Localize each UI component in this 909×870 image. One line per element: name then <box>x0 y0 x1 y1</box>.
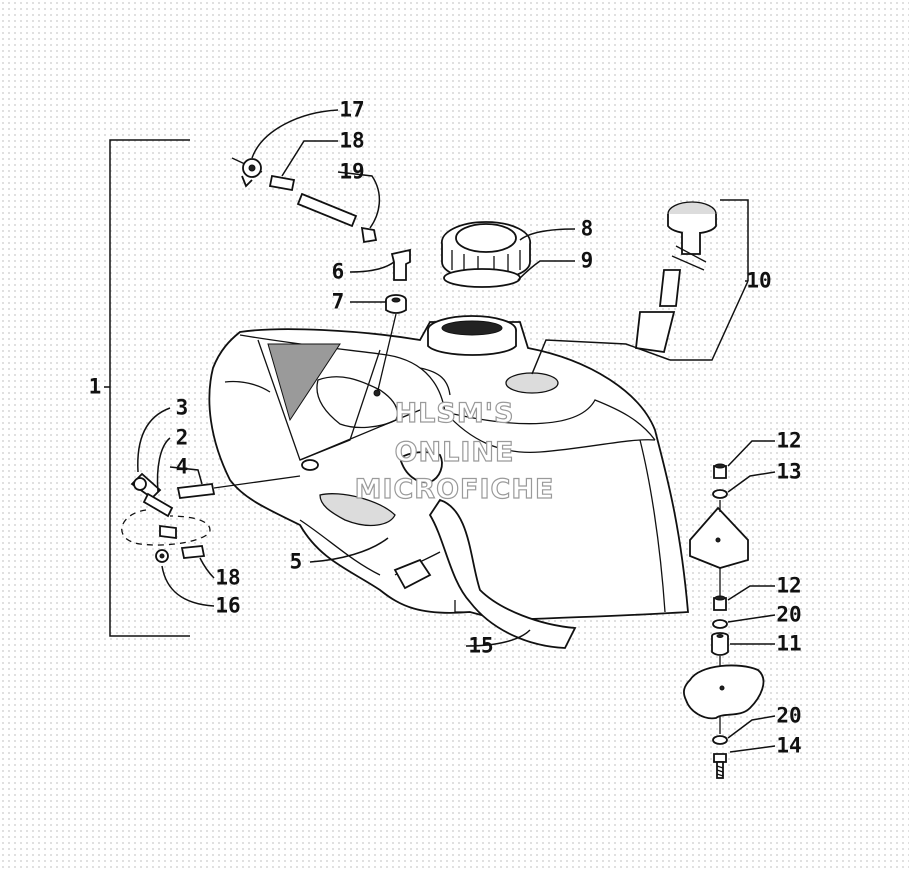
vent-hose-short-18 <box>268 174 296 192</box>
callout-3: 3 <box>175 395 189 420</box>
watermark-line-2: ONLINE <box>394 436 515 468</box>
assembly-bracket <box>104 139 190 637</box>
bolt-14 <box>713 753 727 779</box>
fuel-hose-18b <box>159 524 177 540</box>
callout-16: 16 <box>215 593 241 618</box>
watermark-line-3: MICROFICHE <box>354 473 555 505</box>
washer-20-upper <box>712 619 728 629</box>
callout-18: 18 <box>339 128 365 153</box>
mount-pad <box>683 664 765 720</box>
fuel-valve-3 <box>130 472 162 500</box>
mount-pad-hole <box>719 685 725 691</box>
spacer-11 <box>711 632 729 656</box>
callout-13: 13 <box>776 459 802 484</box>
grommet-leader <box>377 313 397 391</box>
washer-20-lower <box>712 735 728 745</box>
callout-17: 17 <box>339 97 365 122</box>
fuel-tank <box>208 315 749 649</box>
callout-12: 12 <box>776 428 802 453</box>
fuel-hose-18c <box>180 545 206 559</box>
callout-2: 2 <box>175 425 189 450</box>
fuel-hose-4 <box>176 483 216 499</box>
callout-14: 14 <box>776 733 802 758</box>
callout-18: 18 <box>215 565 241 590</box>
filler-cap <box>441 221 531 281</box>
leader-lines <box>137 109 776 753</box>
filler-cap-gasket <box>443 268 521 288</box>
callout-10: 10 <box>746 268 772 293</box>
callout-19: 19 <box>339 159 365 184</box>
callout-5: 5 <box>289 549 303 574</box>
callout-15: 15 <box>468 633 494 658</box>
grommet-7 <box>385 294 407 314</box>
tank-vent-hole <box>373 389 381 397</box>
fuel-gauge-assembly <box>635 201 717 354</box>
callout-12: 12 <box>776 573 802 598</box>
watermark-line-1: HLSM'S <box>394 397 515 429</box>
vent-hose-long-18 <box>296 192 358 228</box>
callout-4: 4 <box>175 454 189 479</box>
callout-20: 20 <box>776 703 802 728</box>
callout-20: 20 <box>776 602 802 627</box>
fuel-filter-2 <box>142 492 174 518</box>
callout-7: 7 <box>331 289 345 314</box>
callout-9: 9 <box>580 248 594 273</box>
lock-nut-12-lower <box>713 595 727 611</box>
hose-clamp-16 <box>155 549 169 563</box>
vent-clamp-19 <box>360 226 378 244</box>
fuel-hose-4-leader <box>213 475 301 489</box>
vent-clip-17 <box>241 158 262 188</box>
lock-nut-12-upper <box>713 463 727 479</box>
callout-6: 6 <box>331 259 345 284</box>
callout-1: 1 <box>88 374 102 399</box>
callout-11: 11 <box>776 631 802 656</box>
vent-elbow-6 <box>390 248 411 281</box>
washer-13 <box>712 489 728 499</box>
fuel-hose-dashed-loop <box>121 509 211 546</box>
callout-8: 8 <box>580 216 594 241</box>
